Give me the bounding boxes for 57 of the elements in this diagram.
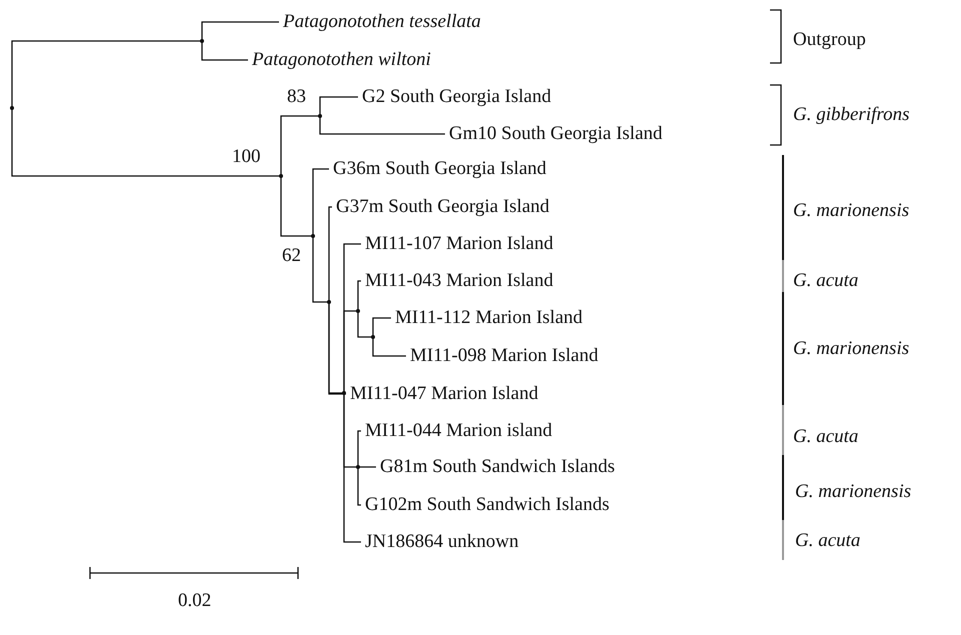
tree-branch [357, 466, 376, 468]
sample-name: MI11-107 Marion Island [365, 233, 554, 255]
clade-name: G. marionensis [795, 481, 912, 503]
tree-branch [201, 21, 279, 41]
clade-name: G. marionensis [793, 338, 910, 360]
tree-branch [372, 317, 391, 337]
bootstrap-value: 62 [282, 245, 301, 267]
tree-branch [357, 311, 373, 338]
tree-branch [312, 168, 329, 236]
tree-branch [319, 96, 358, 116]
tree-branch [11, 40, 202, 108]
tree-branch [328, 206, 332, 302]
branch-node [279, 174, 283, 178]
sample-name: JN186864 unknown [365, 531, 519, 553]
branch-node [327, 300, 331, 304]
species-name: Patagonotothen tessellata [283, 11, 481, 33]
tree-branch [280, 115, 320, 176]
branch-node [10, 106, 14, 110]
tree-branch [357, 280, 361, 311]
tree-branch [201, 41, 248, 61]
sample-name: MI11-047 Marion Island [350, 383, 538, 405]
tree-branch [357, 467, 361, 506]
tree-branch [357, 430, 361, 467]
tree-branch [343, 310, 358, 393]
tree-branch [312, 236, 329, 303]
clade-name: G. acuta [793, 270, 858, 292]
clade-name: Outgroup [793, 29, 866, 51]
sample-name: Gm10 South Georgia Island [449, 123, 662, 145]
sample-name: G102m South Sandwich Islands [365, 494, 610, 516]
clade-name: G. acuta [793, 426, 858, 448]
sample-name: MI11-112 Marion Island [395, 307, 583, 329]
tree-branch [372, 337, 406, 357]
branch-node [371, 335, 375, 339]
branch-node [318, 114, 322, 118]
branch-node [356, 309, 360, 313]
sample-name: G36m South Georgia Island [333, 158, 546, 180]
branch-node [200, 39, 204, 43]
bootstrap-value: 83 [287, 86, 306, 108]
branch-node [342, 391, 346, 395]
sample-name: MI11-098 Marion Island [410, 345, 598, 367]
tree-branch [343, 393, 361, 543]
clade-name: G. gibberifrons [793, 104, 910, 126]
branch-node [356, 465, 360, 469]
sample-name: G37m South Georgia Island [336, 196, 550, 218]
species-name: Patagonotothen wiltoni [252, 49, 431, 71]
tree-branch [319, 116, 445, 135]
tree-branch [11, 108, 281, 177]
clade-name: G. marionensis [793, 200, 910, 222]
sample-name: G2 South Georgia Island [362, 86, 552, 108]
scale-value: 0.02 [178, 590, 212, 612]
tree-branch [280, 176, 313, 237]
sample-name: MI11-044 Marion island [365, 420, 552, 442]
sample-name: G81m South Sandwich Islands [380, 456, 615, 478]
clade-name: G. acuta [795, 530, 860, 552]
branch-node [311, 234, 315, 238]
sample-name: MI11-043 Marion Island [365, 270, 554, 292]
bootstrap-value: 100 [232, 146, 260, 168]
